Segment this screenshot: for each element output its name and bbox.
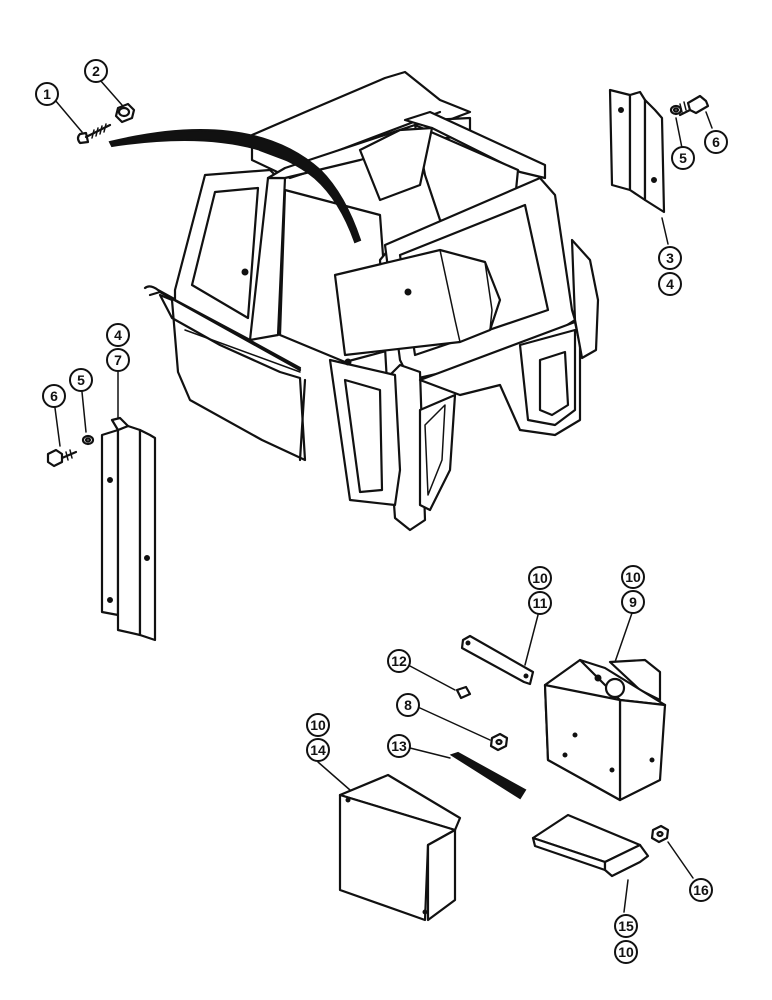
- callout-2: 2: [84, 59, 108, 83]
- svg-text:8: 8: [404, 697, 412, 713]
- svg-text:5: 5: [679, 150, 687, 166]
- callout-12: 12: [387, 649, 411, 673]
- svg-text:1: 1: [43, 86, 51, 102]
- callout-4-top: 4: [658, 272, 682, 296]
- callout-5-top: 5: [671, 146, 695, 170]
- svg-text:11: 11: [533, 595, 548, 611]
- leader-16: [667, 841, 694, 879]
- callout-10-d: 10: [614, 940, 638, 964]
- callout-15: 15: [614, 914, 638, 938]
- leader-6-left: [54, 407, 61, 447]
- leader-9: [614, 612, 633, 663]
- callout-8: 8: [396, 693, 420, 717]
- leader-3: [661, 217, 669, 245]
- leader-15: [623, 879, 629, 913]
- pin-part-12: [455, 685, 472, 700]
- leader-13: [409, 747, 451, 759]
- leader-1: [54, 99, 83, 133]
- callout-4-left: 4: [106, 323, 130, 347]
- leader-12: [409, 665, 456, 691]
- box-part-9: [543, 658, 667, 802]
- svg-text:9: 9: [629, 594, 637, 610]
- svg-text:13: 13: [391, 738, 407, 754]
- washer-part-5-left: [81, 434, 95, 446]
- svg-text:2: 2: [92, 63, 100, 79]
- svg-text:10: 10: [625, 569, 641, 585]
- svg-text:15: 15: [618, 918, 634, 934]
- svg-text:12: 12: [391, 653, 407, 669]
- leader-8: [419, 707, 491, 741]
- bolt-part-6-left: [46, 448, 78, 468]
- svg-text:10: 10: [532, 570, 548, 586]
- callout-3: 3: [658, 246, 682, 270]
- svg-text:6: 6: [50, 388, 58, 404]
- callout-13: 13: [387, 734, 411, 758]
- svg-text:6: 6: [712, 134, 720, 150]
- channel-part-4-7: [100, 416, 157, 642]
- callout-14: 14: [306, 738, 330, 762]
- leader-14: [317, 761, 351, 791]
- cab-frame: [143, 70, 600, 532]
- channel-part-3-4: [608, 88, 666, 214]
- plate-part-15: [531, 813, 650, 878]
- callout-16: 16: [689, 878, 713, 902]
- callout-6-top: 6: [704, 130, 728, 154]
- svg-text:10: 10: [618, 944, 634, 960]
- washer-part-5-top: [669, 104, 683, 116]
- svg-text:4: 4: [666, 276, 674, 292]
- leader-5-left: [81, 391, 87, 433]
- leader-6-top: [705, 111, 713, 129]
- svg-text:5: 5: [77, 372, 85, 388]
- callout-9: 9: [621, 590, 645, 614]
- svg-text:4: 4: [114, 327, 122, 343]
- nut-part-8: [489, 732, 509, 752]
- callout-6-left: 6: [42, 384, 66, 408]
- callout-11: 11: [528, 591, 552, 615]
- callout-1: 1: [35, 82, 59, 106]
- callout-5-left: 5: [69, 368, 93, 392]
- svg-text:10: 10: [310, 717, 326, 733]
- screw-part-1: [76, 123, 112, 145]
- svg-text:7: 7: [114, 352, 122, 368]
- bracket-part-11: [460, 634, 535, 686]
- spacer-part-2: [114, 102, 136, 124]
- nut-part-16: [650, 824, 670, 844]
- leader-5-top: [675, 117, 683, 149]
- svg-text:14: 14: [310, 742, 326, 758]
- callout-10-a: 10: [528, 566, 552, 590]
- leader-2: [99, 79, 123, 106]
- leader-11: [524, 614, 539, 666]
- svg-text:3: 3: [666, 250, 674, 266]
- callout-10-c: 10: [306, 713, 330, 737]
- bolt-part-6-top: [678, 94, 710, 117]
- weatherstrip-seal: [108, 129, 362, 244]
- svg-text:16: 16: [693, 882, 709, 898]
- callout-7: 7: [106, 348, 130, 372]
- strip-part-13: [449, 751, 527, 800]
- callout-10-b: 10: [621, 565, 645, 589]
- panel-part-14: [338, 773, 462, 922]
